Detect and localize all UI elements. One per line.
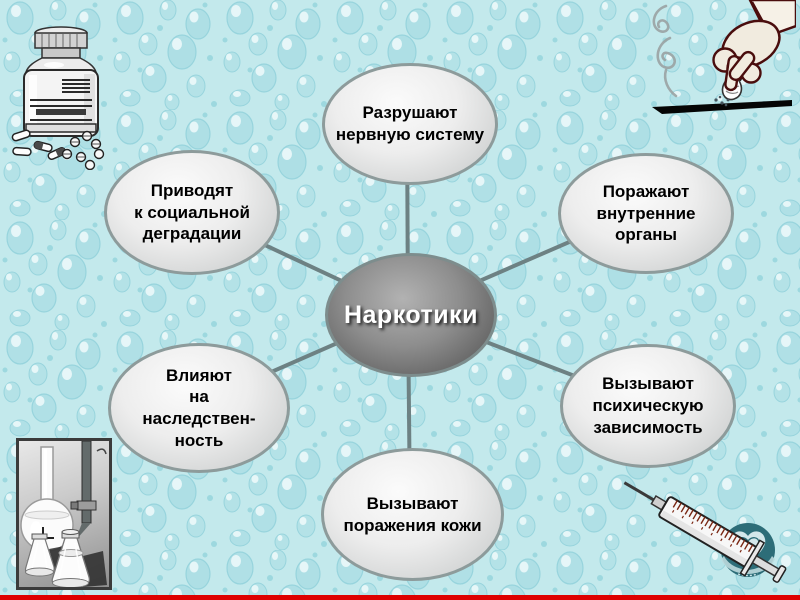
- bottom-red-stripe: [0, 595, 800, 600]
- node-social-degradation: Приводят к социальной деградации: [104, 150, 280, 275]
- thumb: [728, 50, 756, 82]
- table-line: [652, 100, 792, 114]
- needle: [623, 481, 657, 503]
- node-psychological-dependence: Вызывают психическую зависимость: [560, 344, 736, 468]
- node-affect-heredity: Влияют на наследствен- ность: [108, 343, 290, 473]
- lab-flasks-illustration: [16, 438, 112, 590]
- node-label: Разрушают нервную систему: [335, 103, 485, 144]
- smoke-curl-icon: [652, 4, 670, 33]
- node-label: Вызывают психическую зависимость: [592, 374, 704, 437]
- syringe-illustration: [623, 481, 787, 583]
- node-label: Поражают внутренние органы: [596, 181, 696, 245]
- node-label: Вызывают поражения кожи: [343, 493, 482, 535]
- hand-cigarette-illustration: [652, 0, 796, 114]
- node-label: Приводят к социальной деградации: [134, 180, 250, 244]
- lab-flasks-drawing: [20, 441, 107, 587]
- plunger-pad: [772, 565, 787, 583]
- node-destroy-nervous-system: Разрушают нервную систему: [322, 63, 498, 185]
- node-center-drugs: Наркотики: [325, 253, 497, 377]
- node-label: Влияют на наследствен- ность: [142, 365, 256, 450]
- node-damage-internal-organs: Поражают внутренние органы: [558, 153, 734, 274]
- center-label: Наркотики: [343, 301, 479, 329]
- node-skin-lesions: Вызывают поражения кожи: [321, 448, 504, 581]
- pill-bottle-illustration: [11, 26, 105, 170]
